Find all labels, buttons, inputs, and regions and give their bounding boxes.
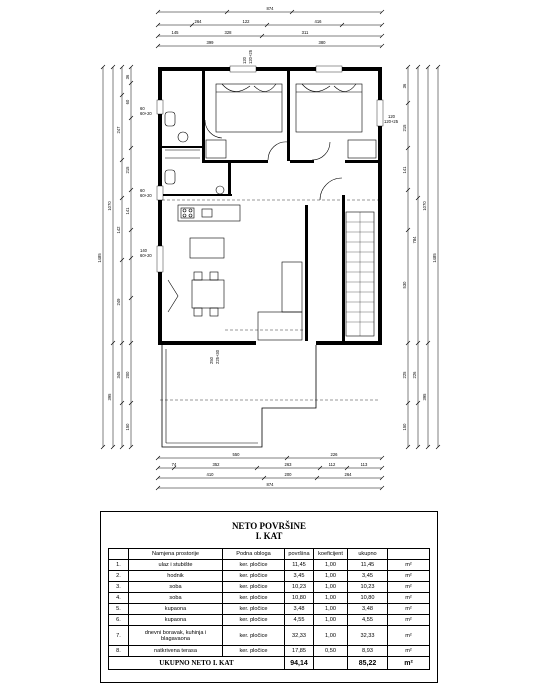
svg-text:1485: 1485	[432, 253, 437, 263]
header-coefficient: koeficijent	[313, 548, 348, 560]
svg-text:263: 263	[285, 462, 293, 467]
net-area-table-box: NETO POVRŠINE I. KAT Namjena prostorije …	[100, 511, 438, 683]
svg-text:74: 74	[172, 462, 177, 467]
svg-text:247: 247	[116, 126, 121, 134]
table-total-row: UKUPNO NETO I. KAT 94,14 85,22 m²	[108, 656, 430, 670]
svg-text:36: 36	[402, 83, 407, 88]
svg-text:784: 784	[412, 236, 417, 244]
table-title: NETO POVRŠINE	[231, 521, 307, 531]
net-area-table: Namjena prostorije Podna obloga površina…	[108, 548, 430, 670]
svg-text:250: 250	[209, 356, 214, 364]
svg-text:60: 60	[140, 188, 145, 193]
svg-text:380: 380	[319, 40, 327, 45]
table-row: 1. ulaz i stubište ker. pločice 11,45 1,…	[108, 559, 430, 571]
svg-text:60: 60	[125, 99, 130, 104]
svg-text:264: 264	[195, 19, 203, 24]
svg-text:1485: 1485	[97, 253, 102, 263]
table-row: 6. kupaona ker. pločice 4,55 1,00 4,55 m…	[108, 614, 430, 626]
table-row: 2. hodnik ker. pločice 3,45 1,00 3,45 m²	[108, 570, 430, 582]
header-total: ukupno	[347, 548, 388, 560]
header-room: Namjena prostorije	[128, 548, 223, 560]
svg-text:410: 410	[207, 472, 215, 477]
svg-text:1070: 1070	[107, 201, 112, 211]
svg-text:215: 215	[402, 124, 407, 132]
svg-text:328: 328	[225, 30, 233, 35]
svg-text:36: 36	[125, 74, 130, 79]
floor-plan-drawing: 874 264 122 416 145 328 311 399 380 550 …	[97, 6, 441, 491]
svg-text:416: 416	[315, 19, 323, 24]
svg-text:226: 226	[331, 452, 339, 457]
header-floor: Podna obloga	[222, 548, 285, 560]
svg-text:120+25: 120+25	[384, 119, 399, 124]
table-row: 5. kupaona ker. pločice 3,48 1,00 3,48 m…	[108, 603, 430, 615]
svg-text:141: 141	[402, 166, 407, 174]
svg-text:120: 120	[388, 114, 396, 119]
svg-text:60+20: 60+20	[140, 193, 152, 198]
svg-text:122: 122	[243, 19, 251, 24]
table-row: 8. natkrivena terasa ker. pločice 17,85 …	[108, 645, 430, 657]
svg-text:226: 226	[412, 371, 417, 379]
svg-text:352: 352	[213, 462, 221, 467]
table-row: 3. soba ker. pločice 10,23 1,00 10,23 m²	[108, 581, 430, 593]
svg-text:530: 530	[402, 281, 407, 289]
svg-text:395: 395	[422, 393, 427, 401]
dim-top-total: 874	[267, 6, 275, 11]
table-header-row: Namjena prostorije Podna obloga površina…	[108, 548, 430, 560]
svg-text:145: 145	[172, 30, 180, 35]
svg-text:112: 112	[329, 462, 336, 467]
svg-text:345: 345	[116, 371, 121, 379]
svg-text:225: 225	[402, 371, 407, 379]
total-net: 85,22	[347, 656, 388, 670]
svg-text:249: 249	[116, 298, 121, 306]
svg-text:113: 113	[361, 462, 368, 467]
svg-text:395: 395	[107, 393, 112, 401]
svg-text:264: 264	[345, 472, 353, 477]
svg-text:60+20: 60+20	[140, 253, 152, 258]
svg-text:140: 140	[140, 248, 148, 253]
table-row: 7. dnevni boravak, kuhinja i blagavaona …	[108, 625, 430, 646]
svg-text:142: 142	[116, 226, 121, 234]
svg-text:150: 150	[402, 423, 407, 431]
table-row: 4. soba ker. pločice 10,80 1,00 10,80 m²	[108, 592, 430, 604]
svg-text:1070: 1070	[422, 201, 427, 211]
svg-text:225+30: 225+30	[215, 349, 220, 364]
svg-text:60: 60	[140, 106, 145, 111]
svg-text:550: 550	[233, 452, 241, 457]
svg-text:150: 150	[125, 423, 130, 431]
table-subtitle: I. KAT	[255, 531, 283, 541]
total-label: UKUPNO NETO I. KAT	[108, 656, 285, 670]
total-unit: m²	[387, 656, 430, 670]
svg-text:120+25: 120+25	[248, 49, 253, 64]
svg-text:60+20: 60+20	[140, 111, 152, 116]
svg-text:311: 311	[302, 30, 309, 35]
svg-text:141: 141	[125, 207, 130, 215]
svg-text:200: 200	[285, 472, 293, 477]
total-area: 94,14	[284, 656, 314, 670]
svg-text:215: 215	[125, 166, 130, 174]
svg-text:874: 874	[267, 482, 275, 487]
svg-text:200: 200	[125, 371, 130, 379]
svg-text:399: 399	[207, 40, 215, 45]
header-area: površina	[284, 548, 314, 560]
svg-text:120: 120	[242, 56, 247, 64]
